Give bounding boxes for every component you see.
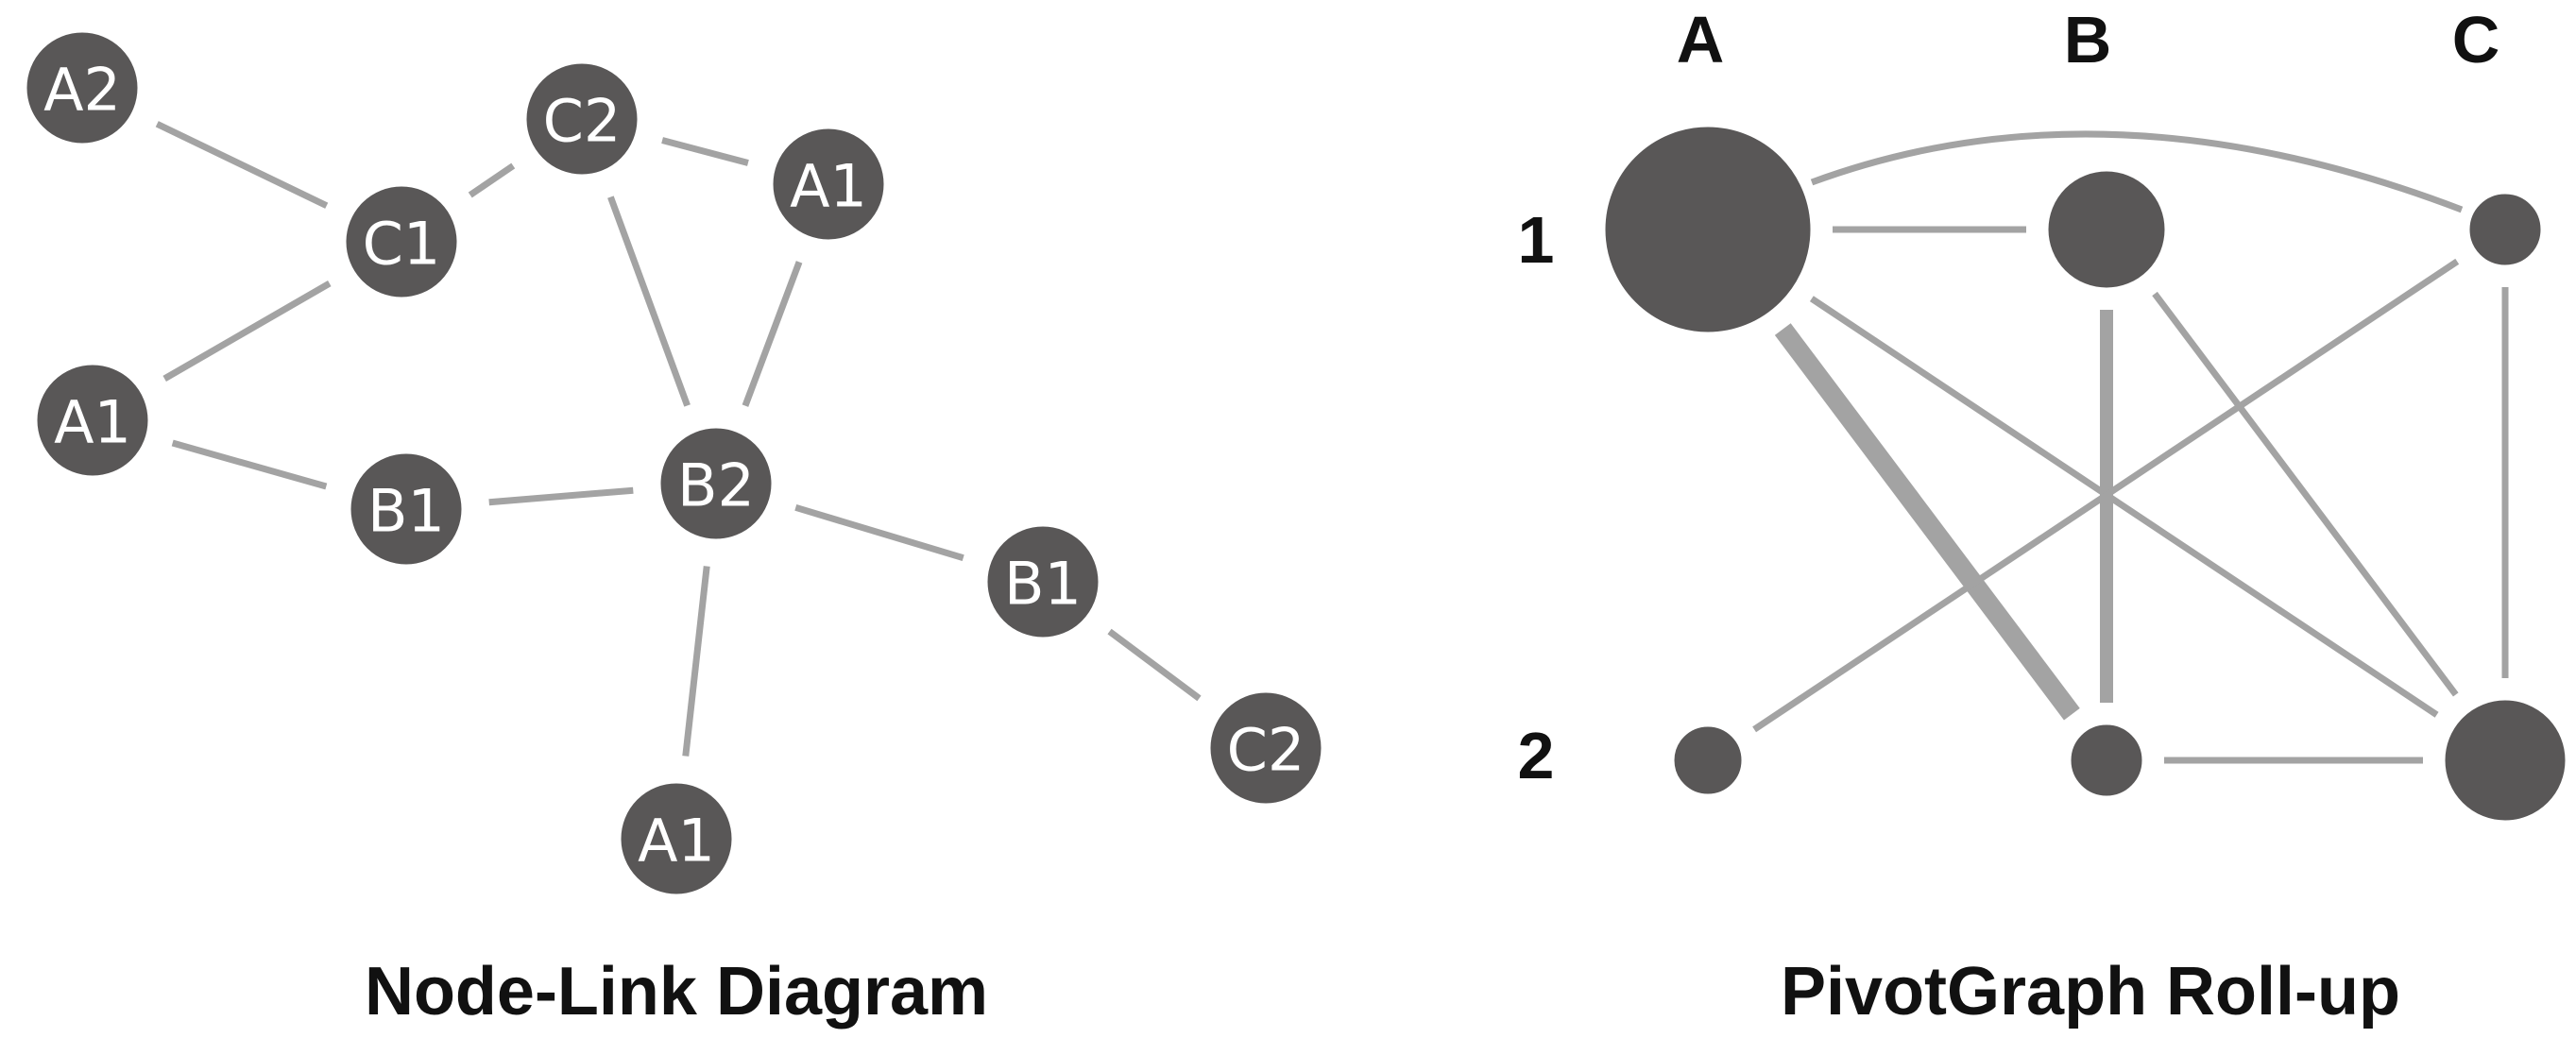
node-link-node: C2: [523, 60, 640, 178]
pivot-node-A2: [1671, 723, 1745, 797]
node-label: A2: [43, 56, 121, 125]
node-circle: [618, 780, 735, 897]
node-circle: [770, 126, 887, 243]
node-link-edge-5: [171, 439, 328, 490]
node-link-edge-1: [155, 121, 329, 209]
column-header-b: B: [2064, 3, 2112, 77]
node-link-title: Node-Link Diagram: [365, 954, 988, 1029]
pivot-nodes: [1602, 124, 2568, 824]
node-circle: [24, 29, 141, 146]
node-circle: [657, 425, 775, 542]
pivot-title: PivotGraph Roll-up: [1781, 954, 2400, 1029]
node-label: C2: [1227, 716, 1305, 785]
column-header-a: A: [1677, 3, 1725, 77]
pivot-edge-C1-A2: [1752, 258, 2460, 733]
node-link-node: B1: [984, 523, 1101, 640]
node-link-node: C1: [343, 183, 460, 300]
node-link-node: A1: [618, 780, 735, 897]
node-label: B2: [677, 451, 755, 520]
pivot-node-B2: [2068, 722, 2145, 799]
node-link-node: B2: [657, 425, 775, 542]
node-circle: [523, 60, 640, 178]
node-label: A1: [790, 152, 867, 221]
node-link-node: A1: [770, 126, 887, 243]
pivot-edges: [1752, 130, 2509, 764]
node-link-edge-11: [682, 566, 710, 757]
node-label: B1: [1004, 550, 1082, 619]
node-link-node: A1: [34, 362, 151, 479]
node-label: A1: [638, 807, 715, 876]
row-header-1: 1: [1518, 203, 1555, 277]
pivot-edge-A1-B2: [1774, 323, 2080, 721]
node-circle: [34, 362, 151, 479]
node-link-edge-8: [742, 261, 803, 407]
pivot-edge-A1-C1: [1810, 130, 2464, 213]
node-circle: [984, 523, 1101, 640]
pivot-node-C1: [2466, 191, 2544, 268]
node-link-edge-3: [661, 137, 749, 166]
node-link-edge-7: [607, 196, 691, 407]
node-link-edge-10: [1107, 628, 1202, 702]
node-link-edge-4: [162, 281, 332, 382]
pivot-node-A1: [1602, 124, 1814, 335]
node-label: B1: [367, 477, 445, 546]
pivot-edge-A1-C2: [1809, 296, 2439, 718]
node-link-edge-6: [488, 486, 634, 506]
pivot-edge-B1-C2: [2152, 291, 2459, 697]
column-header-c: C: [2452, 3, 2500, 77]
node-circle: [343, 183, 460, 300]
pivot-node-B1: [2045, 168, 2168, 291]
node-link-edge-9: [794, 503, 964, 562]
node-label: A1: [54, 388, 131, 457]
node-circle: [348, 451, 465, 568]
node-link-edges: [155, 121, 1202, 757]
node-link-node: A2: [24, 29, 141, 146]
row-header-2: 2: [1518, 719, 1555, 792]
node-circle: [1207, 689, 1324, 807]
node-label: C2: [543, 87, 622, 156]
node-label: C1: [363, 210, 441, 279]
node-link-edge-2: [468, 162, 516, 198]
node-link-node: B1: [348, 451, 465, 568]
pivot-node-C2: [2442, 697, 2568, 824]
pivot-headers: A B C 1 2: [1518, 3, 2500, 792]
node-link-node: C2: [1207, 689, 1324, 807]
